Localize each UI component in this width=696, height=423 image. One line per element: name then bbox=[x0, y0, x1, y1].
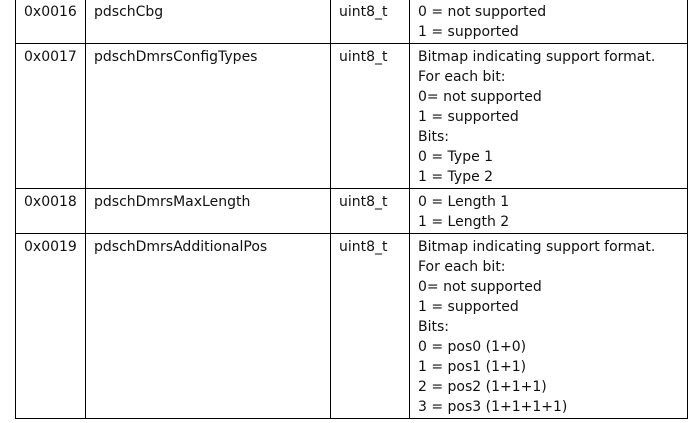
parameter-table: 0x0016 pdschCbg uint8_t 0 = not supporte… bbox=[15, 0, 688, 419]
description-line: 0 = Type 1 bbox=[418, 149, 494, 165]
description-line: 0= not supported bbox=[418, 89, 542, 105]
description-line: 0= not supported bbox=[418, 279, 542, 295]
type-cell: uint8_t bbox=[330, 0, 410, 44]
description-line: 2 = pos2 (1+1+1) bbox=[418, 379, 547, 395]
table-row: 0x0017 pdschDmrsConfigTypes uint8_t Bitm… bbox=[15, 43, 688, 189]
field-name-cell: pdschCbg bbox=[85, 0, 331, 44]
description-line: 1 = supported bbox=[418, 109, 519, 125]
description-line: Bitmap indicating support format. bbox=[418, 239, 656, 255]
description-line: 1 = supported bbox=[418, 24, 519, 40]
description-line: 1 = supported bbox=[418, 299, 519, 315]
description-line: 1 = pos1 (1+1) bbox=[418, 359, 527, 375]
description-line: 0 = Length 1 bbox=[418, 194, 510, 210]
tag-cell: 0x0019 bbox=[15, 233, 86, 419]
table-row: 0x0018 pdschDmrsMaxLength uint8_t 0 = Le… bbox=[15, 188, 688, 234]
description-line: 3 = pos3 (1+1+1+1) bbox=[418, 399, 568, 415]
table-row: 0x0016 pdschCbg uint8_t 0 = not supporte… bbox=[15, 0, 688, 44]
tag-cell: 0x0016 bbox=[15, 0, 86, 44]
description-cell: 0 = Length 1 1 = Length 2 bbox=[409, 188, 688, 234]
field-name-cell: pdschDmrsConfigTypes bbox=[85, 43, 331, 189]
description-line: 1 = Length 2 bbox=[418, 214, 510, 230]
field-name-cell: pdschDmrsAdditionalPos bbox=[85, 233, 331, 419]
tag-cell: 0x0018 bbox=[15, 188, 86, 234]
description-cell: Bitmap indicating support format. For ea… bbox=[409, 233, 688, 419]
description-line: 1 = Type 2 bbox=[418, 169, 494, 185]
table-row: 0x0019 pdschDmrsAdditionalPos uint8_t Bi… bbox=[15, 233, 688, 419]
description-line: Bits: bbox=[418, 129, 449, 145]
type-cell: uint8_t bbox=[330, 43, 410, 189]
description-line: 0 = not supported bbox=[418, 4, 547, 20]
field-name-cell: pdschDmrsMaxLength bbox=[85, 188, 331, 234]
description-line: Bits: bbox=[418, 319, 449, 335]
description-line: For each bit: bbox=[418, 69, 506, 85]
description-cell: 0 = not supported 1 = supported bbox=[409, 0, 688, 44]
type-cell: uint8_t bbox=[330, 233, 410, 419]
description-line: 0 = pos0 (1+0) bbox=[418, 339, 527, 355]
description-line: For each bit: bbox=[418, 259, 506, 275]
tag-cell: 0x0017 bbox=[15, 43, 86, 189]
type-cell: uint8_t bbox=[330, 188, 410, 234]
description-cell: Bitmap indicating support format. For ea… bbox=[409, 43, 688, 189]
description-line: Bitmap indicating support format. bbox=[418, 49, 656, 65]
